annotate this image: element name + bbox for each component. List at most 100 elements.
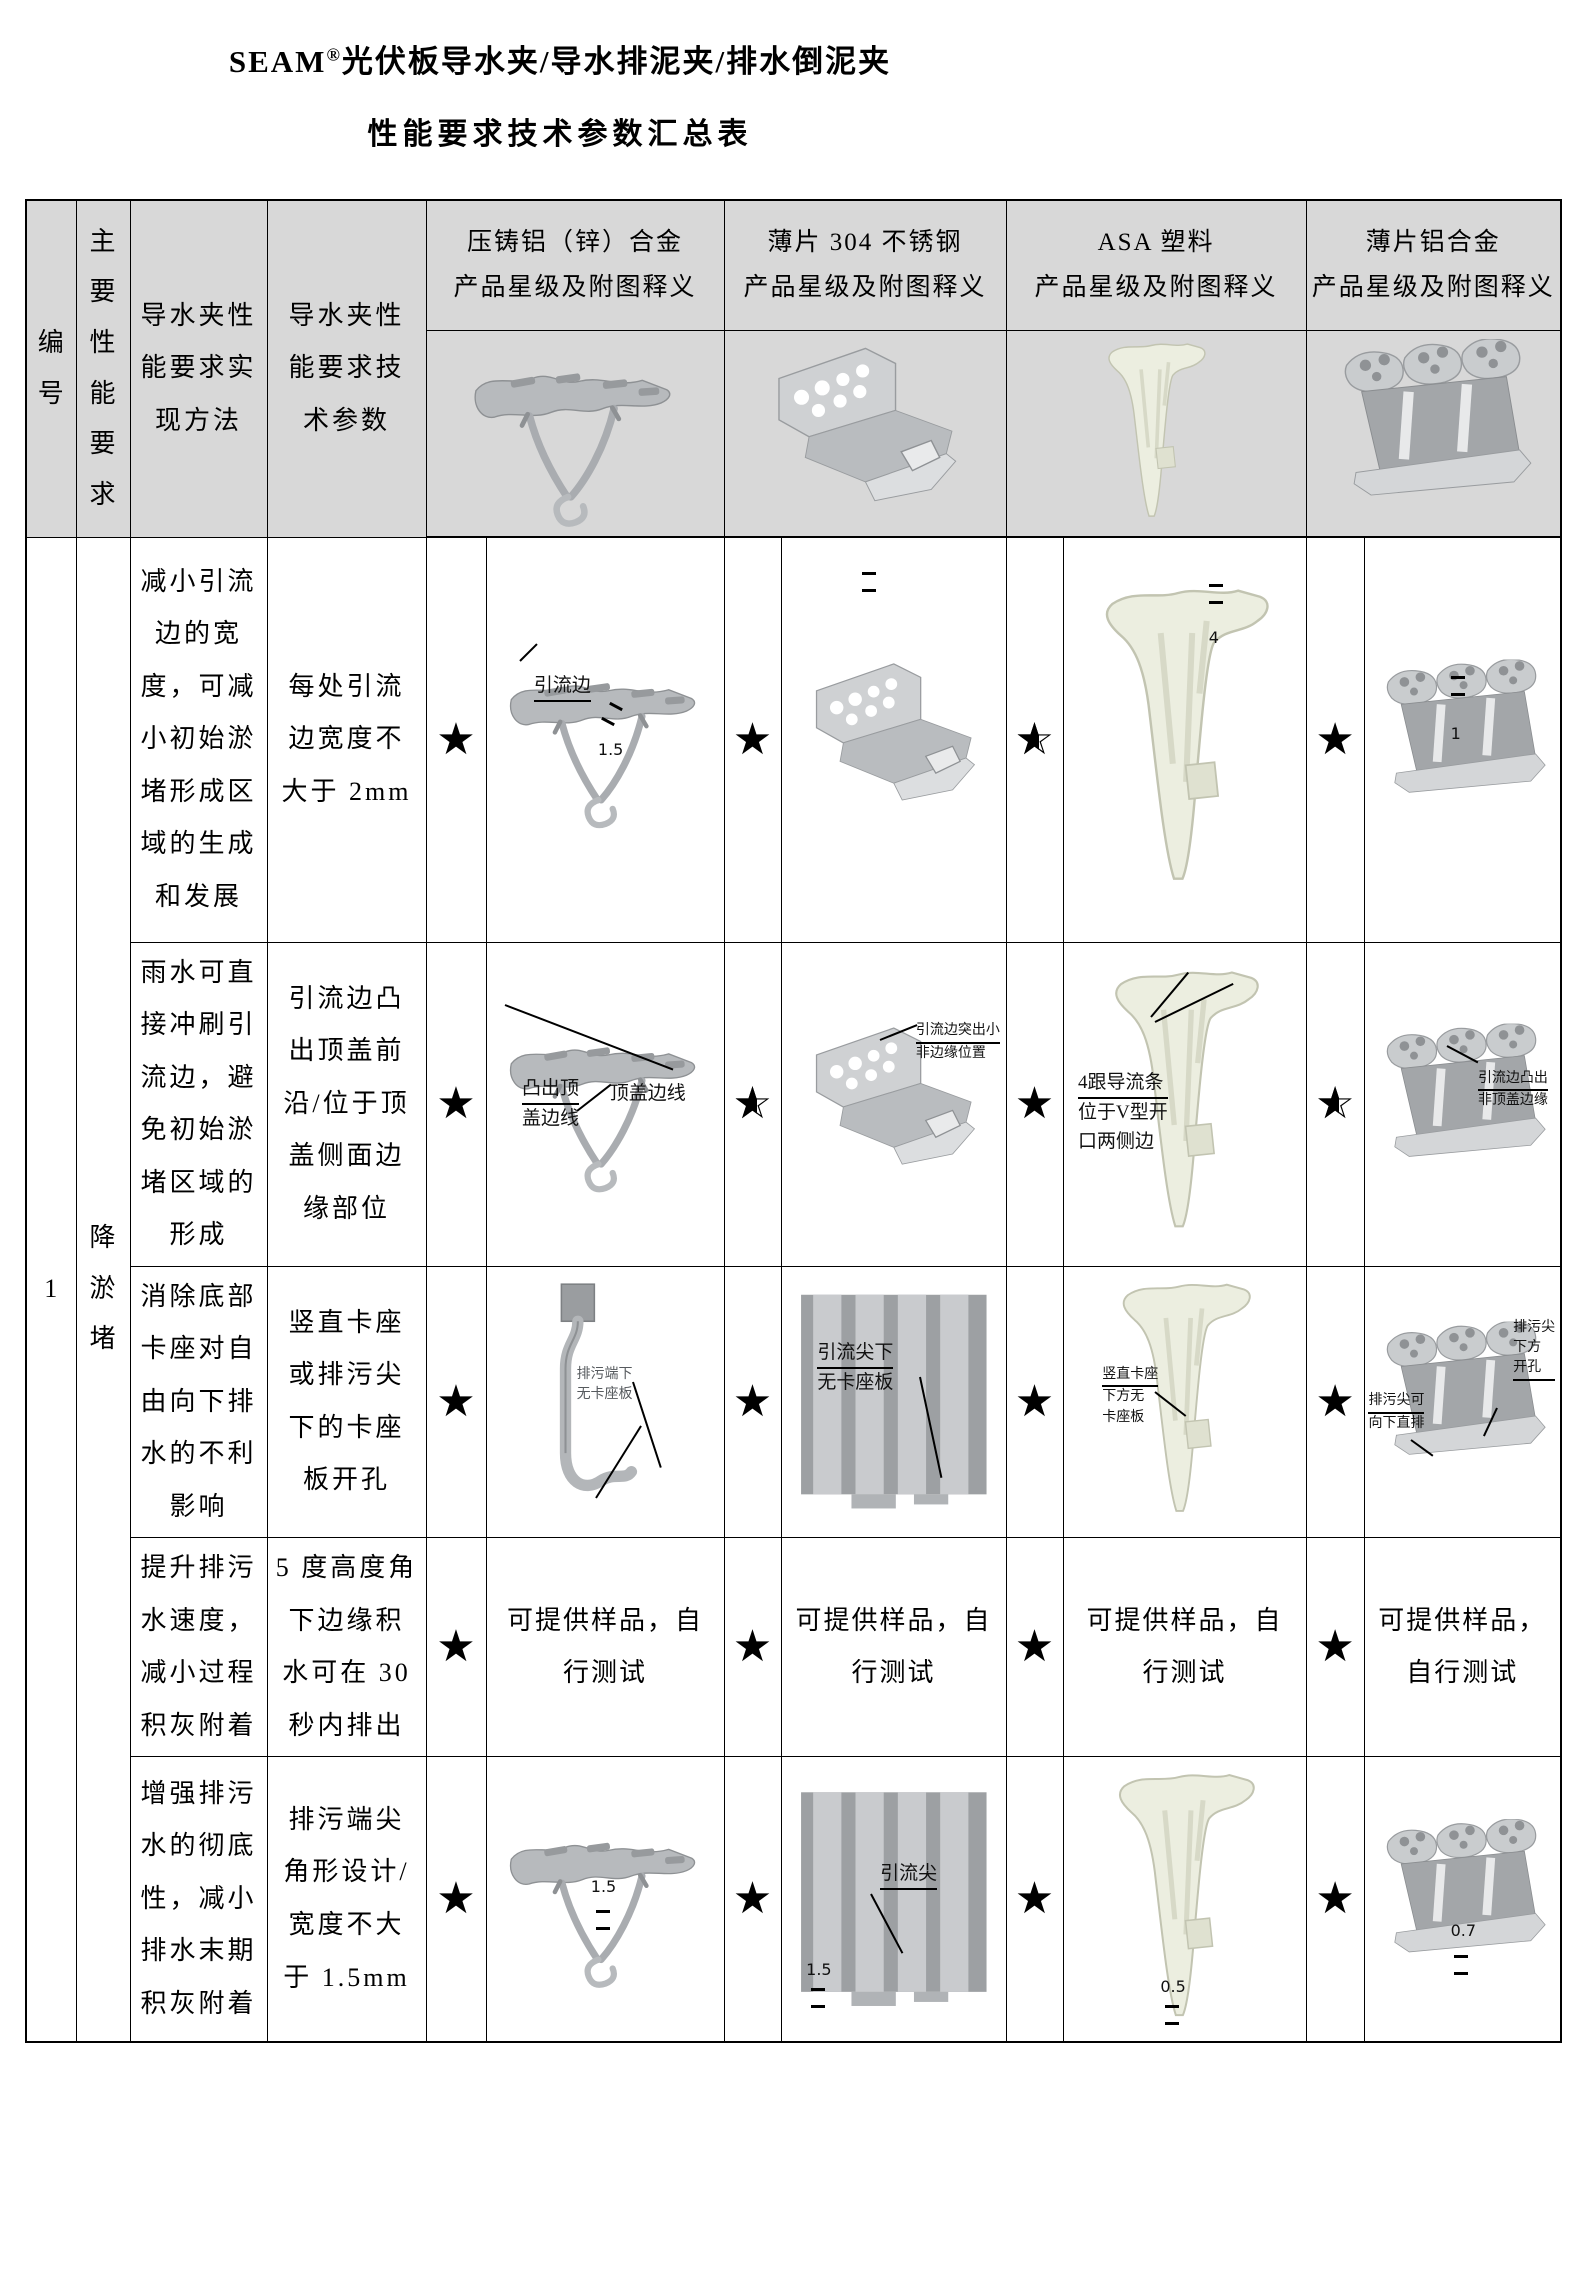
dimension-label: 1.5 [806, 1960, 832, 1980]
corrugated-panel-image [793, 1278, 995, 1525]
star-cell [1005, 1265, 1064, 1539]
figure-cell: 0.7 [1363, 1756, 1562, 2043]
star-cell [425, 941, 487, 1267]
stainless-clip-image [793, 965, 995, 1242]
dimension-label: 4 [1208, 628, 1219, 648]
sample-note-cell: 可提供样品，自行测试 [485, 1537, 725, 1758]
figure-cell: 引流边 1.5 [485, 536, 725, 943]
parameter-cell: 每处引流边宽度不大于 2mm [266, 536, 427, 943]
star-cell [723, 1756, 782, 2043]
alu-clip-image [1374, 1768, 1550, 2030]
figure-callout: 排污端下无卡座板 [576, 1367, 633, 1403]
star-cell [1305, 1537, 1365, 1758]
header-photo-cell-alu [1305, 329, 1562, 538]
method-cell: 提升排污水速度，减小过程积灰附着 [129, 1537, 268, 1758]
figure-cell: 引流尖下无卡座板 [780, 1265, 1007, 1539]
figure-cell: 引流边凸出非顶盖边缘 [1363, 941, 1562, 1267]
figure-callout: 4跟导流条位于V型开口两侧边 [1078, 1069, 1168, 1157]
star-cell [1305, 1756, 1365, 2043]
alu-clip-image [1374, 552, 1550, 927]
star-cell [1305, 941, 1365, 1267]
figure-callout: 引流边凸出非顶盖边缘 [1477, 1070, 1548, 1108]
star-rating-icon [1315, 1082, 1354, 1126]
figure-cell: 引流尖 1.5 [780, 1756, 1007, 2043]
stainless-clip-image [793, 552, 995, 927]
star-rating-icon [1315, 718, 1354, 762]
dimension-label: 0.7 [1450, 1921, 1477, 1941]
star-rating-icon [1315, 1625, 1354, 1669]
star-cell [723, 941, 782, 1267]
star-rating-icon [436, 1380, 475, 1424]
page-subtitle: 性能要求技术参数汇总表 [367, 118, 753, 151]
figure-callout: 引流尖下无卡座板 [817, 1339, 894, 1398]
diecast-clip-image [441, 339, 708, 527]
figure-cell [780, 536, 1007, 943]
parameter-cell: 排污端尖角形设计/宽度不大于 1.5mm [266, 1756, 427, 2043]
parameter-cell: 5 度高度角下边缘积水可在 30 秒内排出 [266, 1537, 427, 1758]
header-photo-cell-diecast [425, 329, 725, 538]
star-cell [425, 1537, 487, 1758]
figure-cell: 排污端下无卡座板 [485, 1265, 725, 1539]
star-rating-icon [733, 718, 772, 762]
star-cell [1005, 941, 1064, 1267]
star-rating-icon [733, 1380, 772, 1424]
figure-cell: 排污尖可向下直排 排污尖下方开孔 [1363, 1265, 1562, 1539]
figure-callout: 顶盖边线 [609, 1083, 686, 1105]
col-header-thin-aluminum: 薄片铝合金产品星级及附图释义 [1305, 199, 1562, 331]
header-photo-cell-stainless [723, 329, 1007, 538]
figure-callout: 引流尖 [880, 1860, 938, 1891]
figure-cell: 4 [1062, 536, 1307, 943]
dimension-label: 1.5 [597, 739, 624, 759]
star-rating-icon [1015, 1380, 1054, 1424]
figure-cell: 竖直卡座下方无卡座板 [1062, 1265, 1307, 1539]
sample-note-cell: 可提供样品，自行测试 [1363, 1537, 1562, 1758]
star-rating-icon [436, 1082, 475, 1126]
page-title: SEAM®光伏板导水夹/导水排泥夹/排水倒泥夹 [228, 44, 892, 79]
star-rating-icon [1315, 1380, 1354, 1424]
figure-callout: 排污尖可向下直排 [1368, 1393, 1425, 1431]
figure-callout: 竖直卡座下方无卡座板 [1102, 1367, 1159, 1425]
parameters-table: 编号 主要性能要求 导水夹性能要求实现方法 导水夹性能要求技术参数 压铸铝（锌）… [25, 199, 1563, 2043]
figure-cell: 0.5 [1062, 1756, 1307, 2043]
star-cell [1005, 536, 1064, 943]
diecast-clip-image [498, 1768, 711, 2030]
col-header-main-requirement: 主要性能要求 [75, 199, 131, 538]
star-rating-icon [1015, 1082, 1054, 1126]
star-rating-icon [733, 1625, 772, 1669]
star-rating-icon [436, 1625, 475, 1669]
star-cell [1005, 1537, 1064, 1758]
sample-note-cell: 可提供样品，自行测试 [1062, 1537, 1307, 1758]
star-cell [425, 536, 487, 943]
dimension-label: 0.5 [1160, 1977, 1186, 1997]
star-rating-icon [436, 718, 475, 762]
figure-callout: 凸出顶盖边线 [522, 1075, 580, 1134]
method-cell: 增强排污水的彻底性，减小排水末期积灰附着 [129, 1756, 268, 2043]
star-cell [1005, 1756, 1064, 2043]
header-photo-cell-asa [1005, 329, 1307, 538]
figure-cell: 4跟导流条位于V型开口两侧边 [1062, 941, 1307, 1267]
main-requirement-cell: 降淤堵 [75, 536, 131, 2043]
row-number-cell: 1 [25, 536, 77, 2043]
figure-callout: 引流边 [533, 672, 591, 703]
figure-cell: 凸出顶盖边线 顶盖边线 [485, 941, 725, 1267]
figure-cell: 1 [1363, 536, 1562, 943]
figure-callout: 引流边突出小非边缘位置 [915, 1023, 1000, 1061]
parameter-cell: 竖直卡座或排污尖下的卡座板开孔 [266, 1265, 427, 1539]
col-header-diecast-alloy: 压铸铝（锌）合金产品星级及附图释义 [425, 199, 725, 331]
dimension-label: 1 [1450, 723, 1461, 743]
star-cell [425, 1756, 487, 2043]
stainless-clip-image [739, 339, 992, 527]
parameter-cell: 引流边凸出顶盖前沿/位于顶盖侧面边缘部位 [266, 941, 427, 1267]
registered-trademark-icon: ® [326, 44, 342, 65]
star-cell [1305, 1265, 1365, 1539]
document-title-block: SEAM®光伏板导水夹/导水排泥夹/排水倒泥夹 性能要求技术参数汇总表 [0, 36, 1120, 153]
dimension-label: 1.5 [590, 1876, 617, 1896]
star-cell [425, 1265, 487, 1539]
figure-callout: 排污尖下方开孔 [1513, 1318, 1556, 1381]
star-rating-icon [1015, 1877, 1054, 1921]
method-cell: 雨水可直接冲刷引流边，避免初始淤堵区域的形成 [129, 941, 268, 1267]
star-rating-icon [1015, 718, 1054, 762]
col-header-asa-plastic: ASA 塑料产品星级及附图释义 [1005, 199, 1307, 331]
star-rating-icon [733, 1877, 772, 1921]
col-header-number: 编号 [25, 199, 77, 538]
